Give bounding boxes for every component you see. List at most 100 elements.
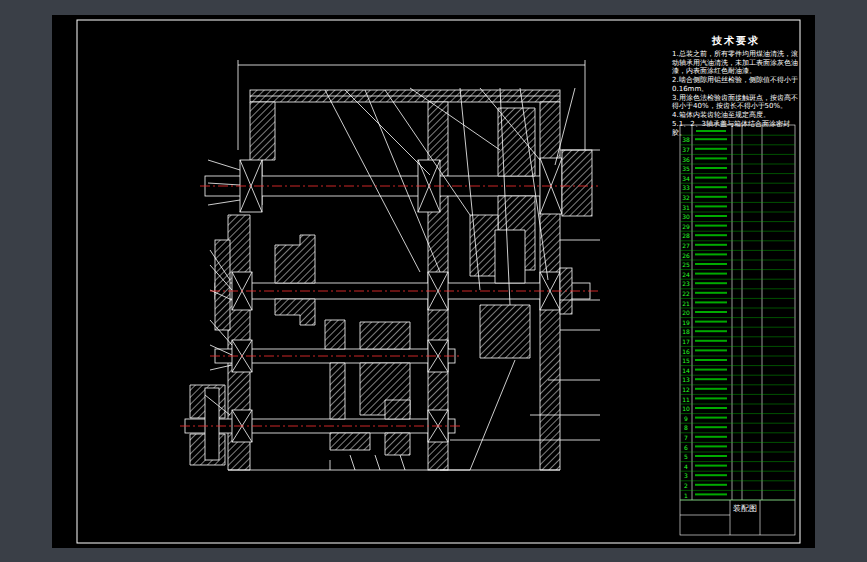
table-rule (680, 500, 795, 501)
table-entry (695, 138, 727, 140)
table-rule (680, 480, 795, 481)
table-entry (695, 301, 727, 303)
table-entry (695, 234, 727, 236)
table-rule (680, 260, 795, 261)
table-rule (680, 183, 795, 184)
item-number: 12 (680, 386, 692, 393)
table-rule (680, 452, 795, 453)
technical-note: 2.啮合侧隙用铅丝检验，侧隙值不得小于0.16mm。 (672, 76, 800, 93)
table-rule (680, 154, 795, 155)
item-number: 32 (680, 194, 692, 201)
table-rule (680, 250, 795, 251)
item-number: 14 (680, 367, 692, 374)
item-number: 11 (680, 396, 692, 403)
table-rule (680, 442, 795, 443)
table-rule (680, 356, 795, 357)
item-number: 10 (680, 405, 692, 412)
table-rule (680, 212, 795, 213)
table-entry (695, 330, 727, 332)
table-entry (695, 215, 727, 217)
item-number: 2 (680, 482, 692, 489)
item-number: 15 (680, 357, 692, 364)
table-entry (695, 465, 727, 467)
table-entry (695, 253, 727, 255)
table-rule (680, 365, 795, 366)
table-entry (695, 273, 727, 275)
table-entry (695, 493, 727, 495)
item-number: 28 (680, 232, 692, 239)
table-entry (695, 388, 727, 390)
item-number: 35 (680, 165, 692, 172)
table-rule (680, 192, 795, 193)
item-number: 23 (680, 280, 692, 287)
table-entry (695, 292, 727, 294)
table-rule (680, 346, 795, 347)
table-rule (680, 288, 795, 289)
table-entry (695, 196, 727, 198)
table-entry (695, 436, 727, 438)
item-number: 3 (680, 472, 692, 479)
item-number: 37 (680, 146, 692, 153)
table-entry (695, 397, 727, 399)
table-entry (695, 369, 727, 371)
item-number: 19 (680, 319, 692, 326)
item-number: 30 (680, 213, 692, 220)
table-entry (695, 349, 727, 351)
table-rule (680, 404, 795, 405)
technical-note: 5.1、2、3轴承盖与箱体结合面涂密封胶。 (672, 120, 800, 137)
table-entry (695, 177, 727, 179)
table-entry (695, 244, 727, 246)
table-rule (680, 144, 795, 145)
table-entry (695, 484, 727, 486)
table-rule (680, 432, 795, 433)
table-rule (680, 221, 795, 222)
table-rule (680, 173, 795, 174)
item-number: 7 (680, 434, 692, 441)
table-entry (695, 186, 727, 188)
item-number: 8 (680, 424, 692, 431)
table-entry (695, 282, 727, 284)
item-number: 6 (680, 444, 692, 451)
table-entry (695, 455, 727, 457)
item-number: 27 (680, 242, 692, 249)
table-rule (680, 394, 795, 395)
item-number: 20 (680, 309, 692, 316)
table-rule (680, 269, 795, 270)
table-rule (680, 135, 795, 136)
item-number: 17 (680, 338, 692, 345)
item-number: 13 (680, 376, 692, 383)
table-rule (680, 423, 795, 424)
technical-note: 1.总装之前，所有零件均用煤油清洗，滚动轴承用汽油清洗，未加工表面涂灰色油漆，内… (672, 50, 800, 76)
table-entry (695, 359, 727, 361)
table-rule (680, 336, 795, 337)
item-number: 26 (680, 252, 692, 259)
table-rule (680, 413, 795, 414)
table-rule (680, 461, 795, 462)
table-entry (695, 378, 727, 380)
table-entry (695, 205, 727, 207)
item-number: 1 (680, 492, 692, 499)
table-entry (695, 417, 727, 419)
table-rule (680, 164, 795, 165)
item-number: 25 (680, 261, 692, 268)
item-number: 4 (680, 463, 692, 470)
table-rule (680, 240, 795, 241)
technical-note: 3.用涂色法检验齿面接触斑点，按齿高不得小于40%，按齿长不得小于50%。 (672, 94, 800, 111)
table-entry (695, 321, 727, 323)
table-rule (680, 308, 795, 309)
item-number: 31 (680, 204, 692, 211)
item-number: 16 (680, 348, 692, 355)
item-number: 5 (680, 453, 692, 460)
table-entry (695, 407, 727, 409)
table-rule (680, 327, 795, 328)
table-entry (695, 148, 727, 150)
table-entry (695, 340, 727, 342)
item-number: 36 (680, 156, 692, 163)
table-rule (680, 490, 795, 491)
table-rule (680, 317, 795, 318)
table-rule (680, 279, 795, 280)
table-entry (695, 445, 727, 447)
table-rule (680, 375, 795, 376)
